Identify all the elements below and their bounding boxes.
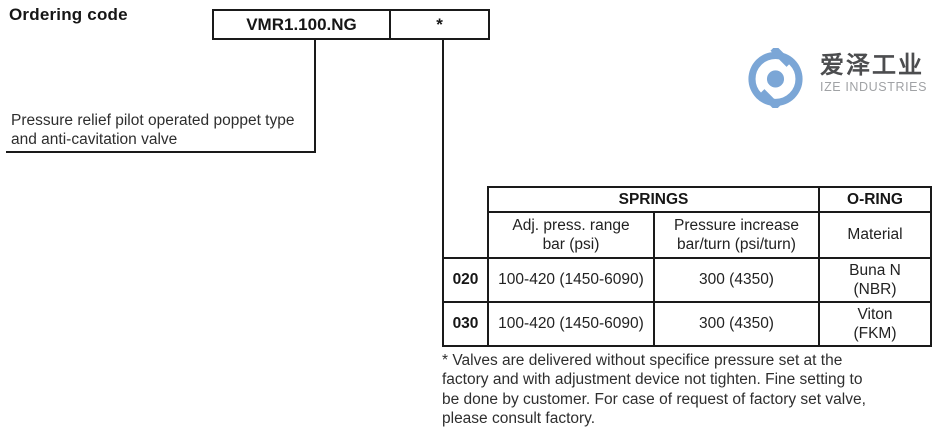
footnote-line4: please consult factory. xyxy=(442,409,596,427)
material-cell: Viton (FKM) xyxy=(818,301,932,347)
pressure-increase-cell: 300 (4350) xyxy=(653,301,820,347)
adj-press-range-header: Adj. press. range bar (psi) xyxy=(487,211,655,259)
company-logo: 爱泽工业 IZE INDUSTRIES xyxy=(747,48,927,108)
table-row: 030 100-420 (1450-6090) 300 (4350) Viton… xyxy=(442,301,932,347)
spring-code-cell: 030 xyxy=(442,301,489,347)
logo-chinese-name: 爱泽工业 xyxy=(820,52,924,79)
logo-text: 爱泽工业 IZE INDUSTRIES xyxy=(820,48,928,95)
logo-circle-icon xyxy=(748,48,803,108)
logo-english-name: IZE INDUSTRIES xyxy=(820,80,928,94)
connector-line-variant xyxy=(442,40,444,258)
pressure-increase-cell: 300 (4350) xyxy=(653,257,820,303)
material-header: Material xyxy=(818,211,932,259)
table-column-header-row: Adj. press. range bar (psi) Pressure inc… xyxy=(443,211,932,259)
pressure-increase-header: Pressure increase bar/turn (psi/turn) xyxy=(653,211,820,259)
description-underline xyxy=(6,151,316,153)
footnote-line2: factory and with adjustment device not t… xyxy=(442,371,863,389)
spring-code-cell: 020 xyxy=(442,257,489,303)
ordering-code-variant: * xyxy=(436,14,443,34)
table-blank-cell xyxy=(443,212,488,258)
valve-description-line2: and anti-cavitation valve xyxy=(11,131,178,148)
adj-press-range-cell: 100-420 (1450-6090) xyxy=(487,301,655,347)
oring-group-header: O-RING xyxy=(818,186,932,213)
material-cell: Buna N (NBR) xyxy=(818,257,932,303)
connector-line-code xyxy=(314,40,316,151)
ordering-code-boxes: VMR1.100.NG * xyxy=(212,9,490,40)
adj-press-range-cell: 100-420 (1450-6090) xyxy=(487,257,655,303)
valve-description-line1: Pressure relief pilot operated poppet ty… xyxy=(11,112,295,129)
footnote-line3: be done by customer. For case of request… xyxy=(442,390,866,408)
table-blank-cell xyxy=(443,187,488,212)
table-group-header-row: SPRINGS O-RING xyxy=(443,186,932,213)
footnote-line1: * Valves are delivered without specifice… xyxy=(442,352,843,369)
springs-group-header: SPRINGS xyxy=(487,186,820,213)
table-row: 020 100-420 (1450-6090) 300 (4350) Buna … xyxy=(442,257,932,303)
page-title: Ordering code xyxy=(9,5,128,24)
valve-description: Pressure relief pilot operated poppet ty… xyxy=(11,111,294,149)
asterisk-footnote: * Valves are delivered without specifice… xyxy=(442,351,866,427)
spec-table: SPRINGS O-RING Adj. press. range bar (ps… xyxy=(442,186,932,347)
ordering-code-value: VMR1.100.NG xyxy=(214,11,391,38)
